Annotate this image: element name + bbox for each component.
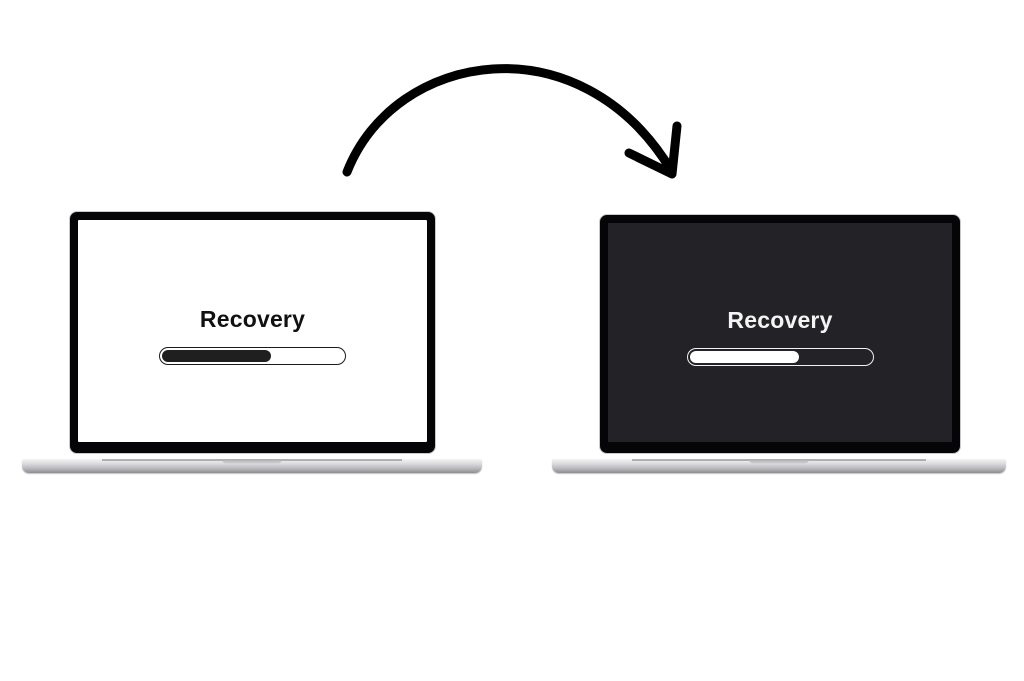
laptop-right: Recovery: [552, 214, 1006, 473]
laptop-lid: Recovery: [69, 211, 436, 454]
laptop-base: [22, 459, 482, 473]
laptop-screen-dark: Recovery: [608, 223, 952, 442]
recovery-title: Recovery: [727, 307, 833, 333]
laptop-left: Recovery: [22, 211, 482, 473]
laptop-notch: [749, 459, 809, 464]
recovery-title: Recovery: [199, 305, 306, 332]
laptop-notch: [222, 459, 282, 464]
progress-bar-fill: [689, 351, 799, 363]
progress-bar: [686, 348, 874, 366]
laptop-screen-light: Recovery: [78, 220, 427, 442]
progress-bar: [159, 346, 346, 365]
laptop-lid: Recovery: [599, 214, 961, 454]
progress-bar-fill: [162, 349, 271, 362]
laptop-base: [552, 459, 1006, 473]
